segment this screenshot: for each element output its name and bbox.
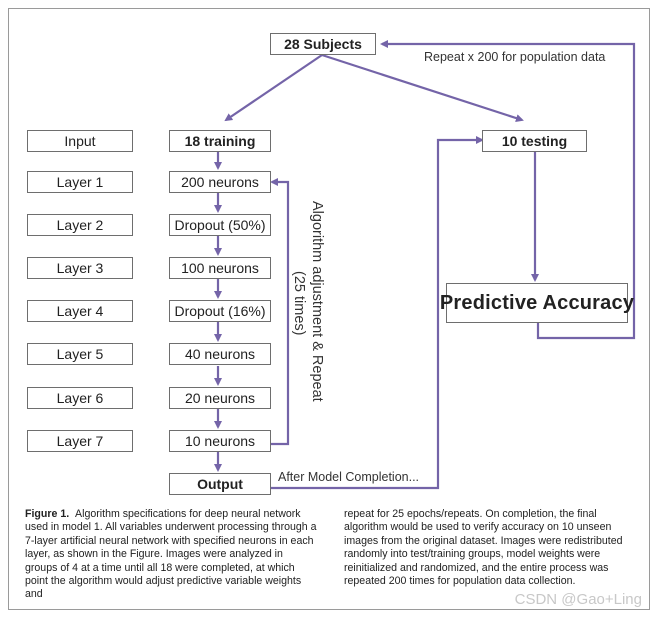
layer-node-1: 200 neurons (169, 171, 271, 193)
figure-frame (8, 8, 650, 610)
loop-label-line2: (25 times) (291, 271, 307, 335)
caption-figure-label: Figure 1. (25, 508, 70, 520)
arrow-subjects-to-training (224, 54, 323, 122)
layer-node-7: 10 neurons (169, 430, 271, 452)
caption-right-column: repeat for 25 epochs/repeats. On complet… (344, 508, 623, 588)
layer-label-7: Layer 7 (27, 430, 133, 452)
repeat-note: Repeat x 200 for population data (424, 50, 606, 64)
layer-node-5: 40 neurons (169, 343, 271, 365)
arrow-repeat-200-loop (380, 40, 636, 340)
figure-caption: Figure 1. Algorithm specifications for d… (25, 508, 635, 603)
layer-node-4: Dropout (16%) (169, 300, 271, 322)
adjustment-loop-label: Algorithm adjustment & Repeat (25 times) (283, 199, 353, 414)
layer-label-5: Layer 5 (27, 343, 133, 365)
subjects-node: 28 Subjects (270, 33, 376, 55)
layer-label-6: Layer 6 (27, 387, 133, 409)
layer-node-3: 100 neurons (169, 257, 271, 279)
loop-label-line1: Algorithm adjustment & Repeat (309, 201, 325, 402)
arrow-output-to-testing (270, 136, 484, 490)
layer-label-4: Layer 4 (27, 300, 133, 322)
caption-left-column: Figure 1. Algorithm specifications for d… (25, 508, 317, 602)
testing-node: 10 testing (482, 130, 587, 152)
input-label: Input (27, 130, 133, 152)
layer-label-2: Layer 2 (27, 214, 133, 236)
arrow-adjustment-loop (262, 178, 290, 446)
training-node: 18 training (169, 130, 271, 152)
layer-node-6: 20 neurons (169, 387, 271, 409)
layer-label-1: Layer 1 (27, 171, 133, 193)
arrow-subjects-to-testing (321, 53, 524, 122)
watermark: CSDN @Gao+Ling (514, 591, 642, 608)
after-completion-label: After Model Completion... (276, 470, 422, 484)
output-node: Output (169, 473, 271, 495)
predictive-accuracy-node: Predictive Accuracy (440, 283, 634, 323)
caption-left-text: Algorithm specifications for deep neural… (25, 508, 317, 601)
layer-label-3: Layer 3 (27, 257, 133, 279)
layer-node-2: Dropout (50%) (169, 214, 271, 236)
